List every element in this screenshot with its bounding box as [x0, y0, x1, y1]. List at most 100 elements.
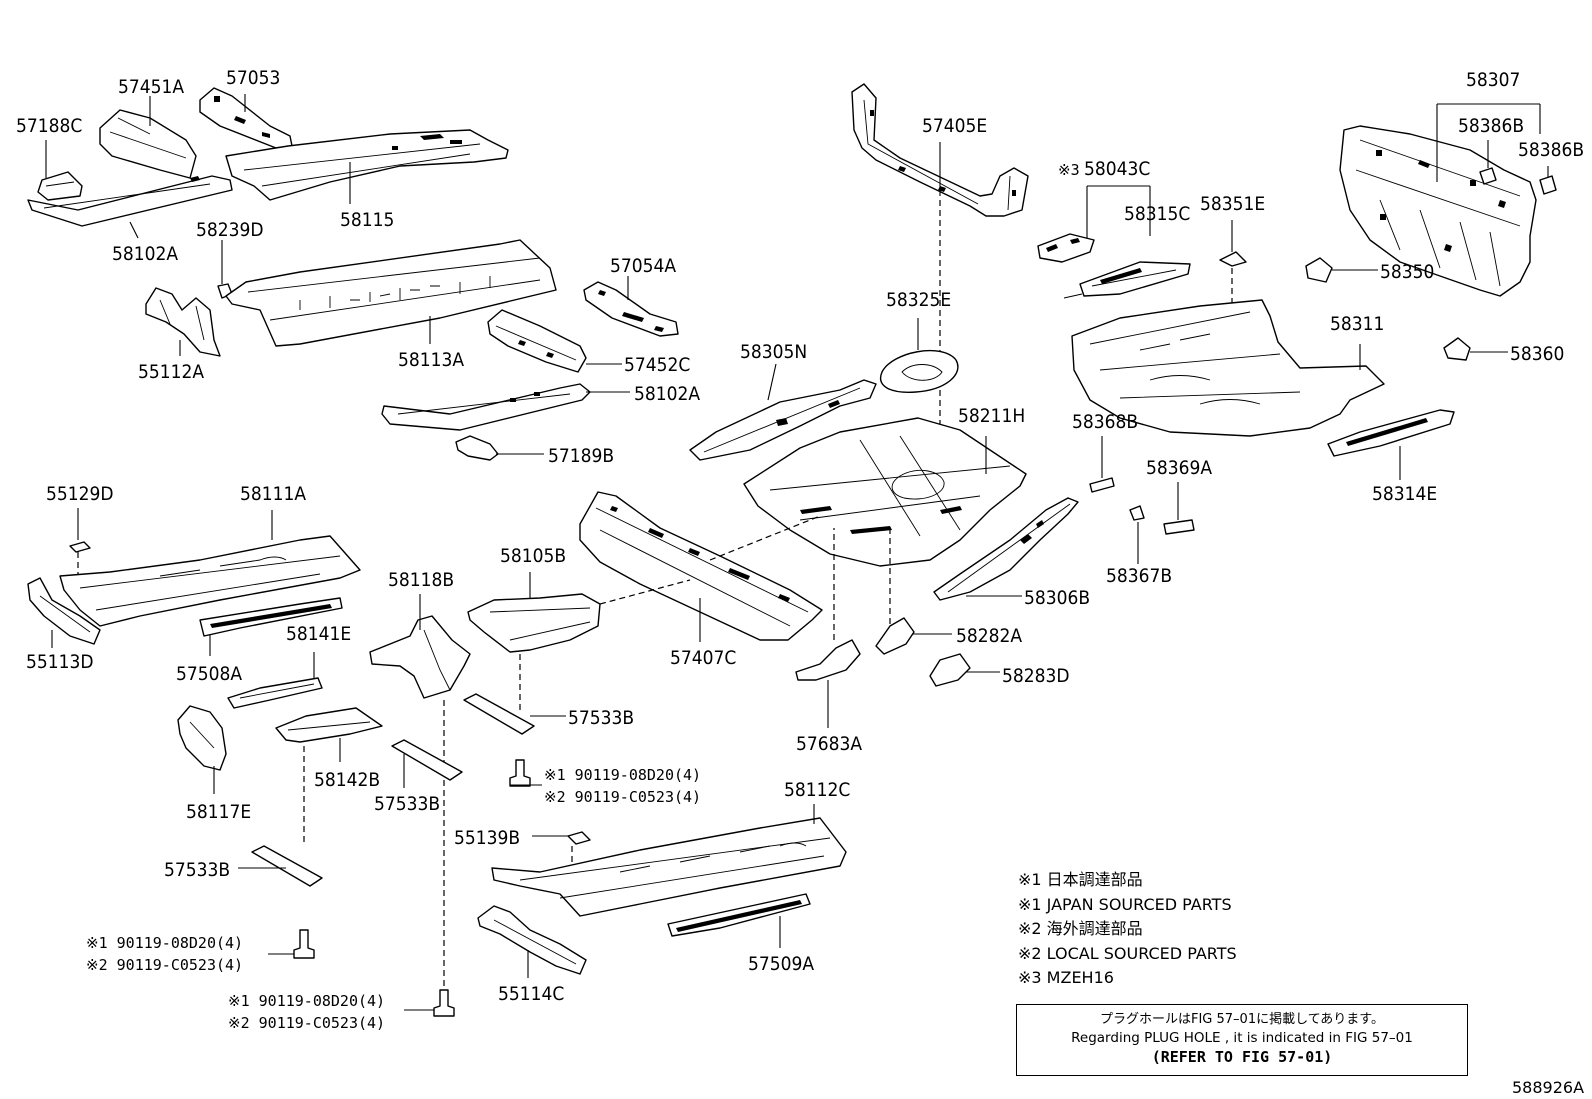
- label-57407C: 57407C: [670, 647, 736, 669]
- plug-note-refer: (REFER TO FIG 57-01): [1151, 1048, 1333, 1066]
- part-55114C: [477, 905, 587, 978]
- part-58118B: [369, 594, 471, 986]
- label-mark3: ※3: [1058, 161, 1080, 179]
- label-58211H: 58211H: [958, 405, 1025, 427]
- label-58306B: 58306B: [1024, 587, 1090, 609]
- part-58112C: [491, 804, 847, 917]
- label-58282A: 58282A: [956, 625, 1022, 647]
- part-58102A-lower: [381, 383, 630, 431]
- part-58283D: [929, 653, 1000, 687]
- part-57452C: [487, 309, 622, 373]
- label-57405E: 57405E: [922, 115, 987, 137]
- label-58369A: 58369A: [1146, 457, 1212, 479]
- part-57054A: [583, 276, 679, 337]
- part-57405E: [851, 83, 1029, 446]
- label-57054A: 57054A: [610, 255, 676, 277]
- label-57683A: 57683A: [796, 733, 862, 755]
- part-57053: [199, 87, 293, 149]
- part-58211H: [743, 417, 1027, 567]
- part-58386B-left: [1479, 140, 1497, 185]
- bolt-left-line1: ※1 90119-08D20(4): [86, 934, 243, 952]
- label-57508A: 57508A: [176, 663, 242, 685]
- label-58315C: 58315C: [1124, 203, 1190, 225]
- label-58141E: 58141E: [286, 623, 351, 645]
- part-58360: [1443, 337, 1508, 361]
- part-57189B: [455, 435, 544, 461]
- label-58360: 58360: [1510, 343, 1564, 365]
- part-58105B: [467, 572, 691, 712]
- bolt-lower-line1: ※1 90119-08D20(4): [228, 992, 385, 1010]
- bolt-left: [293, 929, 315, 959]
- label-58367B: 58367B: [1106, 565, 1172, 587]
- part-58306B: [933, 497, 1079, 601]
- part-58307: [1339, 103, 1541, 297]
- part-55139B: [532, 831, 591, 880]
- label-57533B-middle: 57533B: [374, 793, 440, 815]
- part-55113D: [27, 577, 101, 648]
- note-line: ※1 日本調達部品: [1018, 870, 1143, 889]
- label-58111A: 58111A: [240, 483, 306, 505]
- label-55114C: 55114C: [498, 983, 564, 1005]
- label-58314E: 58314E: [1372, 483, 1437, 505]
- part-57533B-middle: [391, 739, 463, 788]
- label-58307: 58307: [1466, 69, 1520, 91]
- bolt-center-line1: ※1 90119-08D20(4): [544, 766, 701, 784]
- bolt-center-line2: ※2 90119-C0523(4): [544, 788, 701, 806]
- bolt-center: [509, 759, 531, 787]
- bolt-lower: [433, 989, 455, 1017]
- legend-notes: ※1 日本調達部品 ※1 JAPAN SOURCED PARTS ※2 海外調達…: [1018, 868, 1318, 991]
- part-57533B-upper: [463, 693, 566, 735]
- label-58305N: 58305N: [740, 341, 807, 363]
- label-58115: 58115: [340, 209, 394, 231]
- label-55113D: 55113D: [26, 651, 94, 673]
- plug-note-english: Regarding PLUG HOLE , it is indicated in…: [1071, 1030, 1413, 1046]
- part-58282A: [875, 530, 952, 655]
- label-55139B: 55139B: [454, 827, 520, 849]
- note-line: ※3 MZEH16: [1018, 968, 1114, 987]
- label-58102A-lower: 58102A: [634, 383, 700, 405]
- part-labels: 57451A 57053 57188C 58115 58102A 58239D …: [16, 67, 1584, 1032]
- label-58239D: 58239D: [196, 219, 264, 241]
- part-58311: [1071, 299, 1385, 437]
- part-57508A: [199, 597, 343, 656]
- label-58117E: 58117E: [186, 801, 251, 823]
- part-57509A: [667, 893, 811, 948]
- part-58043C: [1037, 185, 1151, 263]
- bolt-left-line2: ※2 90119-C0523(4): [86, 956, 243, 974]
- part-57451A: [99, 96, 197, 179]
- plug-note-japanese: プラグホールはFIG 57–01に掲載してあります。: [1099, 1012, 1385, 1027]
- label-55112A: 55112A: [138, 361, 204, 383]
- label-58368B: 58368B: [1072, 411, 1138, 433]
- label-58043C: 58043C: [1084, 158, 1150, 180]
- label-57451A: 57451A: [118, 76, 184, 98]
- label-58105B: 58105B: [500, 545, 566, 567]
- label-57533B-lower: 57533B: [164, 859, 230, 881]
- label-58102A-upper: 58102A: [112, 243, 178, 265]
- part-57407C: [579, 491, 823, 642]
- part-58367B: [1129, 505, 1145, 564]
- figure-code: 588926A: [1512, 1078, 1585, 1097]
- label-55129D: 55129D: [46, 483, 114, 505]
- note-line: ※2 LOCAL SOURCED PARTS: [1018, 943, 1237, 963]
- bolt-lower-line2: ※2 90119-C0523(4): [228, 1014, 385, 1032]
- label-57189B: 57189B: [548, 445, 614, 467]
- part-58325E: [879, 318, 959, 393]
- label-57533B-upper: 57533B: [568, 707, 634, 729]
- part-58111A: [59, 510, 361, 627]
- label-57509A: 57509A: [748, 953, 814, 975]
- part-58115: [225, 129, 509, 204]
- label-58350: 58350: [1380, 261, 1434, 283]
- label-58118B: 58118B: [388, 569, 454, 591]
- plug-hole-note-box: プラグホールはFIG 57–01に掲載してあります。 Regarding PLU…: [1016, 1004, 1468, 1076]
- part-58368B: [1089, 436, 1115, 493]
- part-58369A: [1163, 482, 1195, 535]
- label-58142B: 58142B: [314, 769, 380, 791]
- label-57452C: 57452C: [624, 354, 690, 376]
- part-58113A: [225, 239, 557, 347]
- part-57683A: [795, 528, 861, 728]
- label-58112C: 58112C: [784, 779, 850, 801]
- part-58142B: [275, 707, 383, 846]
- part-58117E: [177, 705, 227, 794]
- part-57533B-lower: [238, 845, 323, 887]
